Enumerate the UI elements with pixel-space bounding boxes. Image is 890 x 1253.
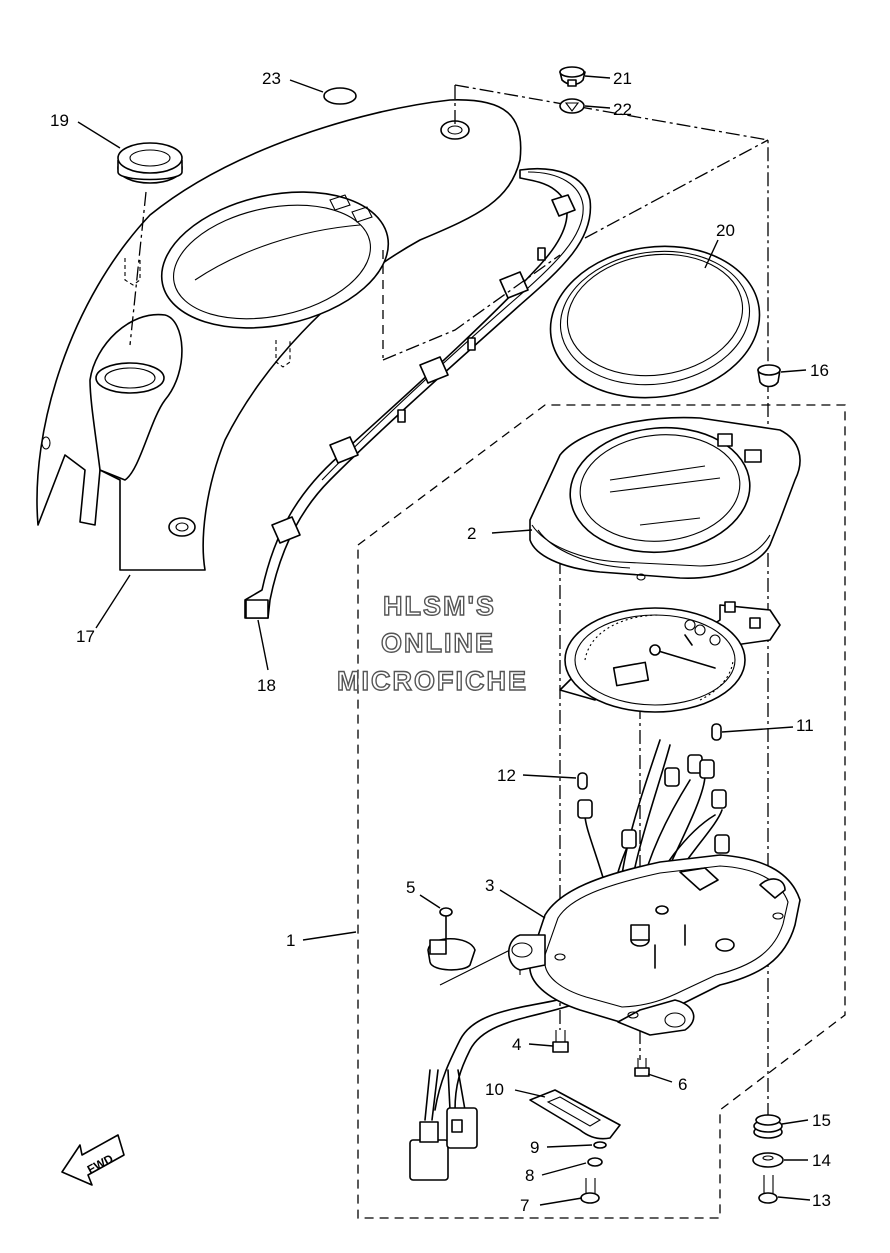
callout-11: 11 bbox=[796, 716, 814, 735]
callout-22: 22 bbox=[613, 100, 632, 119]
nut-part-22 bbox=[559, 98, 585, 114]
forward-direction-arrow: FWD bbox=[61, 1134, 125, 1186]
watermark-line-1: HLSM'S bbox=[383, 591, 496, 621]
watermark: HLSM'S ONLINE MICROFICHE bbox=[336, 590, 528, 696]
callout-4: 4 bbox=[512, 1035, 521, 1054]
callout-14: 14 bbox=[812, 1151, 831, 1170]
callout-labels: 1 2 3 4 5 6 7 8 9 10 11 12 13 14 15 16 1… bbox=[50, 69, 831, 1215]
callout-5: 5 bbox=[406, 878, 415, 897]
callout-7: 7 bbox=[520, 1196, 529, 1215]
watermark-line-3: MICROFICHE bbox=[337, 666, 528, 696]
callout-8: 8 bbox=[525, 1166, 534, 1185]
watermark-line-2: ONLINE bbox=[381, 628, 495, 658]
callout-6: 6 bbox=[678, 1075, 687, 1094]
screw-part-6 bbox=[634, 1058, 650, 1077]
callout-1: 1 bbox=[286, 931, 295, 950]
gasket-part-10 bbox=[529, 1089, 621, 1140]
bezel-rim-strip bbox=[244, 168, 592, 619]
label-part-23 bbox=[323, 87, 357, 105]
callout-leaders bbox=[77, 75, 811, 1206]
callout-2: 2 bbox=[467, 524, 476, 543]
callout-9: 9 bbox=[530, 1138, 539, 1157]
callout-20: 20 bbox=[716, 221, 735, 240]
callout-12: 12 bbox=[497, 766, 516, 785]
callout-21: 21 bbox=[613, 69, 632, 88]
screw-part-7 bbox=[580, 1178, 600, 1204]
lens-ring-part-20 bbox=[549, 245, 761, 399]
washer-part-9 bbox=[593, 1141, 607, 1149]
washer-part-14 bbox=[752, 1152, 784, 1168]
damper-part-15 bbox=[753, 1114, 783, 1139]
assembly-boundary bbox=[357, 404, 846, 1219]
bulb-part-11 bbox=[711, 723, 722, 741]
callout-19: 19 bbox=[50, 111, 69, 130]
grommet-part-16 bbox=[757, 364, 781, 388]
bulb-part-12 bbox=[577, 772, 588, 790]
wire-connectors bbox=[409, 1069, 478, 1181]
callout-13: 13 bbox=[812, 1191, 831, 1210]
meter-gauge-plate bbox=[559, 601, 781, 713]
callout-3: 3 bbox=[485, 876, 494, 895]
clamp-part-5 bbox=[427, 907, 476, 971]
callout-17: 17 bbox=[76, 627, 95, 646]
headlight-cover bbox=[36, 99, 522, 571]
bulb-sockets bbox=[577, 754, 730, 854]
washer-part-8 bbox=[587, 1157, 603, 1167]
callout-10: 10 bbox=[485, 1080, 504, 1099]
meter-case-back-part-3 bbox=[507, 854, 801, 1036]
callout-23: 23 bbox=[262, 69, 281, 88]
callout-15: 15 bbox=[812, 1111, 831, 1130]
meter-case-front-part-2 bbox=[529, 416, 801, 581]
screw-part-21 bbox=[559, 66, 586, 87]
grommet-part-19 bbox=[117, 142, 183, 184]
callout-16: 16 bbox=[810, 361, 829, 380]
screw-part-4 bbox=[552, 1030, 569, 1053]
screw-part-13 bbox=[758, 1175, 778, 1204]
callout-18: 18 bbox=[257, 676, 276, 695]
